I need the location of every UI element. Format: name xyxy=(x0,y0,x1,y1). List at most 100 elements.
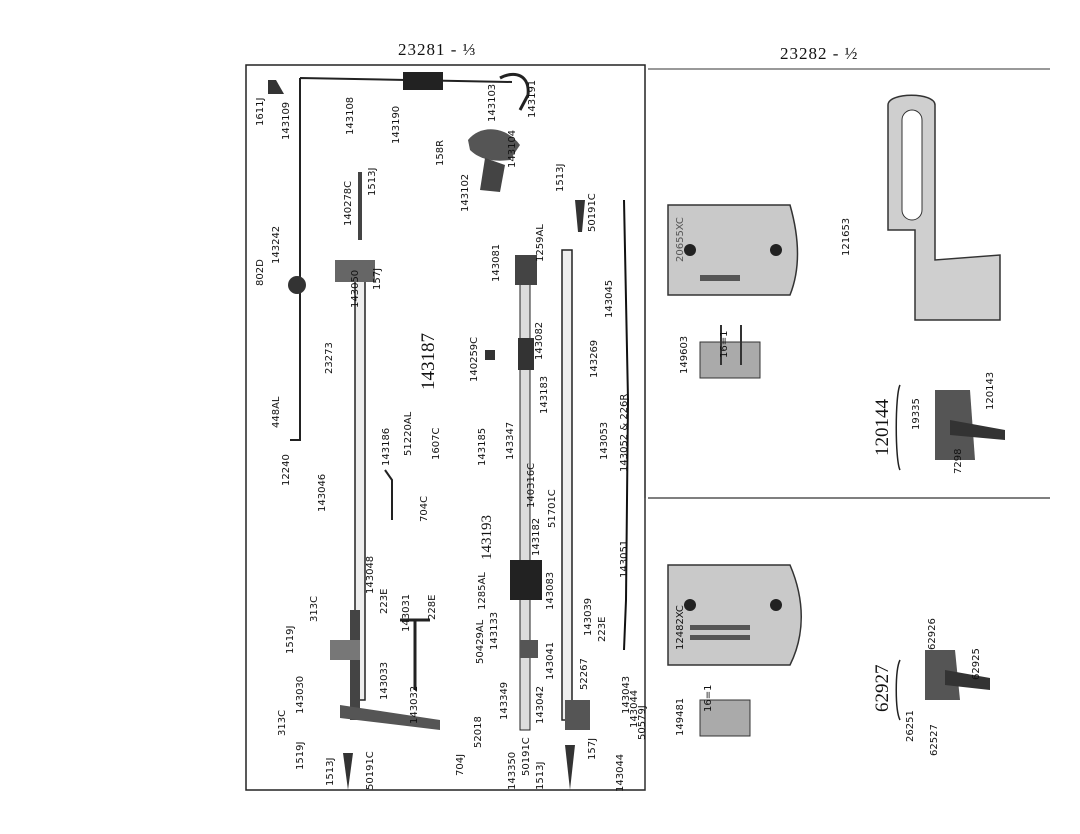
part-label: 143032 xyxy=(409,685,420,724)
part-label: 158R xyxy=(435,139,446,166)
part-label: 143082 xyxy=(534,321,545,360)
part-label: 1513J xyxy=(555,163,566,192)
part-label: 26251 xyxy=(905,710,916,742)
part-label: 1259AL xyxy=(535,224,546,262)
part-label: 704J xyxy=(455,753,466,776)
part-label: 143193 xyxy=(479,515,495,560)
part-label: 143083 xyxy=(545,571,556,610)
part-label: 143109 xyxy=(281,101,292,140)
collar-143183 xyxy=(518,338,534,370)
screw-802D xyxy=(288,276,306,294)
collar-143081 xyxy=(515,255,537,285)
part-label: 1611J xyxy=(255,97,266,126)
part-label: 62926 xyxy=(927,618,938,650)
feed-dog-149481 xyxy=(699,699,751,737)
feed-dog-149603 xyxy=(699,341,761,379)
part-label: 52267 xyxy=(579,658,590,690)
lever-143103 xyxy=(499,72,530,111)
part-label: 143183 xyxy=(539,375,550,414)
part-label: 121653 xyxy=(841,217,852,256)
part-label: 140278C xyxy=(343,180,354,226)
part-label: 143104 xyxy=(507,129,518,168)
part-label: 448AL xyxy=(271,396,282,429)
part-label: 62527 xyxy=(929,724,940,756)
collar-143083 xyxy=(510,560,542,600)
part-label: 223E xyxy=(379,588,390,614)
part-label: 143186 xyxy=(381,427,392,466)
part-label: 1285AL xyxy=(477,572,488,610)
part-label: 143052 & 226R xyxy=(619,393,630,472)
part-label: 143045 xyxy=(604,279,615,318)
left-figure-title: 23281 - ⅓ xyxy=(398,40,477,59)
feed-bar-143269 xyxy=(561,249,573,721)
left-frame xyxy=(245,64,646,791)
clamp-143050 xyxy=(335,260,375,282)
part-label: 143269 xyxy=(589,339,600,378)
part-label: 143081 xyxy=(491,243,502,282)
part-label: 149481 xyxy=(675,697,686,736)
part-label: 50579J xyxy=(637,705,648,740)
part-label: 62925 xyxy=(971,648,982,680)
part-label: 143042 xyxy=(535,685,546,724)
presser-143030 xyxy=(350,610,360,720)
part-label: 143185 xyxy=(477,427,488,466)
part-label: 23273 xyxy=(324,342,335,374)
part-label: 12482XC xyxy=(675,605,686,650)
part-label: 143190 xyxy=(391,105,402,144)
brace-62927 xyxy=(895,659,901,721)
assembly-label: 62927 xyxy=(872,664,893,713)
brace-120144 xyxy=(895,384,901,471)
foot-62927 xyxy=(925,650,960,700)
part-label: 143031 xyxy=(401,593,412,632)
part-label: 1513J xyxy=(367,167,378,196)
part-label: 1519J xyxy=(285,625,296,654)
assembly-label: 143187 xyxy=(418,333,439,390)
part-label: 50429AL xyxy=(475,619,486,664)
part-label: 19335 xyxy=(911,398,922,430)
part-label: 140316C xyxy=(526,462,537,508)
assembly-label: 120144 xyxy=(872,399,893,456)
arm-cap xyxy=(268,80,284,94)
screw-140259C xyxy=(485,350,495,360)
part-label: 143102 xyxy=(460,173,471,212)
part-label: 143347 xyxy=(505,421,516,460)
part-label: 50191C xyxy=(587,193,598,232)
sleeve-143190 xyxy=(403,72,443,90)
right-figure-title: 23282 - ½ xyxy=(780,44,859,63)
part-label: 313C xyxy=(309,595,320,622)
part-label: 20655XC xyxy=(675,217,686,262)
rod-143045 xyxy=(623,199,630,651)
needle-50191C xyxy=(343,753,353,790)
part-label: 1513J xyxy=(535,761,546,790)
throat-plate-20655XC xyxy=(667,204,799,296)
part-label: 1513J xyxy=(325,757,336,786)
guide-313C xyxy=(330,640,360,660)
part-label: 802D xyxy=(255,259,266,286)
part-label: 143048 xyxy=(365,555,376,594)
part-label: 143044 xyxy=(615,753,626,792)
part-label: 143050 xyxy=(350,269,361,308)
part-label: 143041 xyxy=(545,641,556,680)
part-label: 143108 xyxy=(345,96,356,135)
part-label: 50191C xyxy=(365,751,376,790)
part-label: 143051 xyxy=(619,539,630,578)
part-label: 313C xyxy=(277,709,288,736)
bracket-143104 xyxy=(468,129,520,161)
part-label: 157J xyxy=(587,737,598,760)
part-label: 143349 xyxy=(499,681,510,720)
needle-50191C-b xyxy=(565,745,575,790)
part-label: 1519J xyxy=(295,741,306,770)
part-label: 143133 xyxy=(489,611,500,650)
spring-143186 xyxy=(384,469,393,520)
part-label: 143182 xyxy=(531,517,542,556)
needle-140278C xyxy=(358,172,362,240)
part-label: 143053 xyxy=(599,421,610,460)
part-label: 7298 xyxy=(953,448,964,474)
foot-bar-143032 xyxy=(340,705,440,730)
part-label: 52018 xyxy=(473,716,484,748)
part-label: 120143 xyxy=(985,371,996,410)
part-label: 143046 xyxy=(317,473,328,512)
part-label: 143191 xyxy=(527,79,538,118)
part-label: 1607C xyxy=(431,427,442,460)
